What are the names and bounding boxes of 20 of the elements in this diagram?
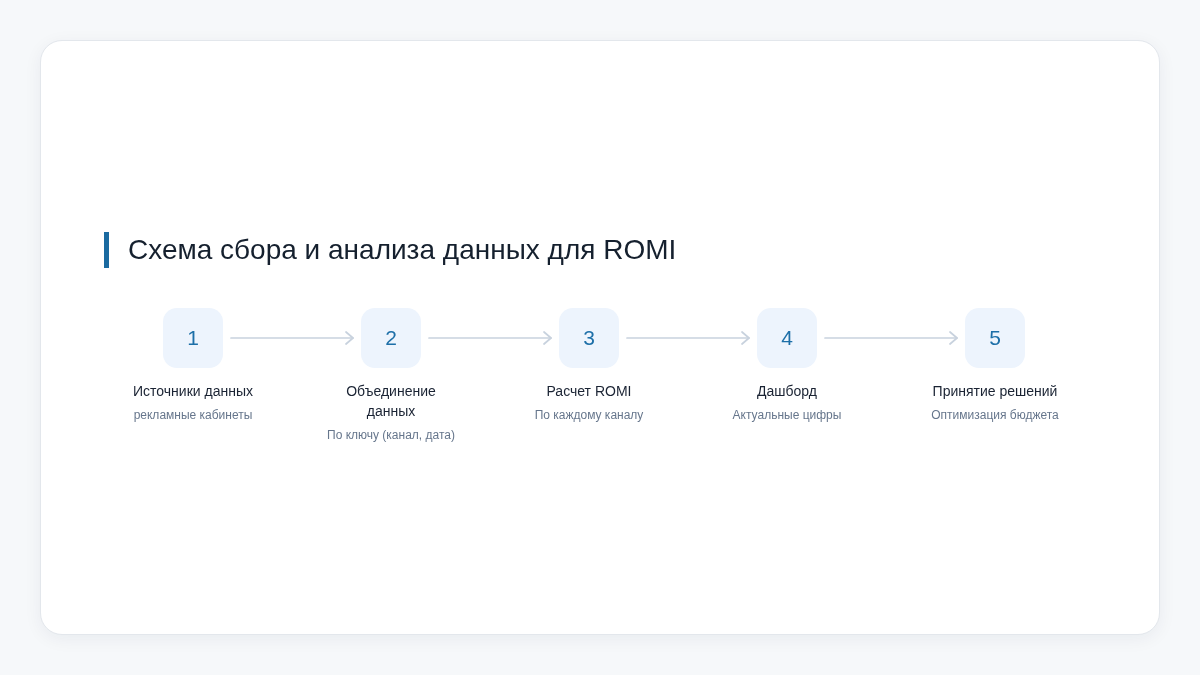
step-description: Актуальные цифры bbox=[732, 407, 842, 424]
arrow bbox=[230, 331, 354, 345]
diagram-title: Схема сбора и анализа данных для ROMI bbox=[128, 233, 677, 267]
step-description: По ключу (канал, дата) bbox=[327, 427, 455, 444]
arrow bbox=[626, 331, 750, 345]
step-number-tile: 5 bbox=[965, 308, 1025, 368]
step-title: Дашборд bbox=[757, 382, 817, 401]
step-description: Оптимизация бюджета bbox=[931, 407, 1059, 424]
step-title: Объединение данных bbox=[345, 382, 437, 421]
step-title: Принятие решений bbox=[932, 382, 1058, 401]
step-number-tile: 1 bbox=[163, 308, 223, 368]
step-description: рекламные кабинеты bbox=[133, 407, 253, 424]
step-number-tile: 3 bbox=[559, 308, 619, 368]
arrow bbox=[824, 331, 958, 345]
step-title: Расчет ROMI bbox=[546, 382, 632, 401]
step-title: Источники данных bbox=[133, 382, 253, 401]
step-number-tile: 2 bbox=[361, 308, 421, 368]
arrow bbox=[428, 331, 552, 345]
step-number-tile: 4 bbox=[757, 308, 817, 368]
step-description: По каждому каналу bbox=[534, 407, 644, 424]
